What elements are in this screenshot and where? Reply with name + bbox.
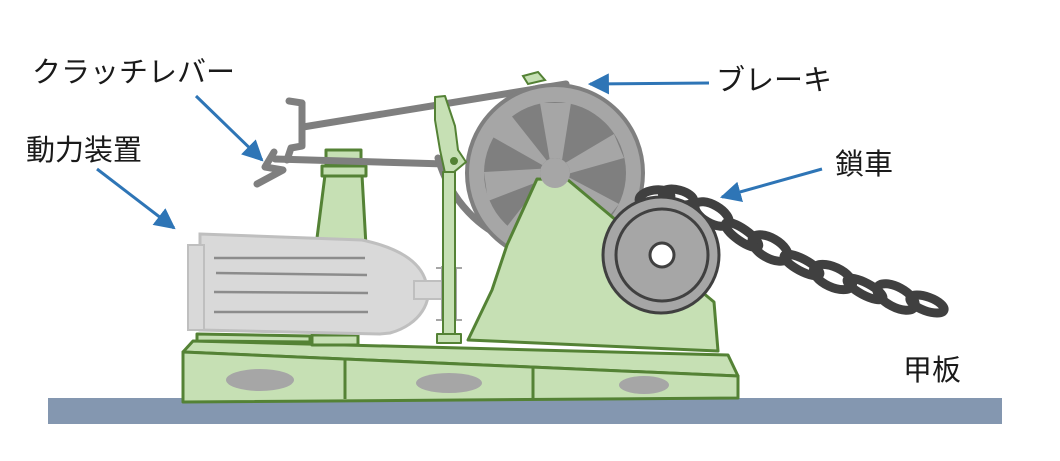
label-power-unit: 動力装置: [26, 133, 143, 167]
anchor-chain: [634, 184, 949, 318]
label-brake: ブレーキ: [716, 63, 833, 97]
label-clutch-lever: クラッチレバー: [32, 55, 236, 89]
label-deck: 甲板: [903, 353, 962, 387]
drum-hub: [540, 158, 570, 188]
motor: [187, 232, 462, 336]
brake-top-cap: [521, 70, 547, 86]
clutch-lever-arm: [434, 95, 467, 344]
base-holes: [226, 369, 669, 394]
callout-arrows: [96, 73, 823, 230]
chain-sprocket: [601, 195, 721, 315]
label-sprocket: 鎖車: [835, 147, 894, 181]
